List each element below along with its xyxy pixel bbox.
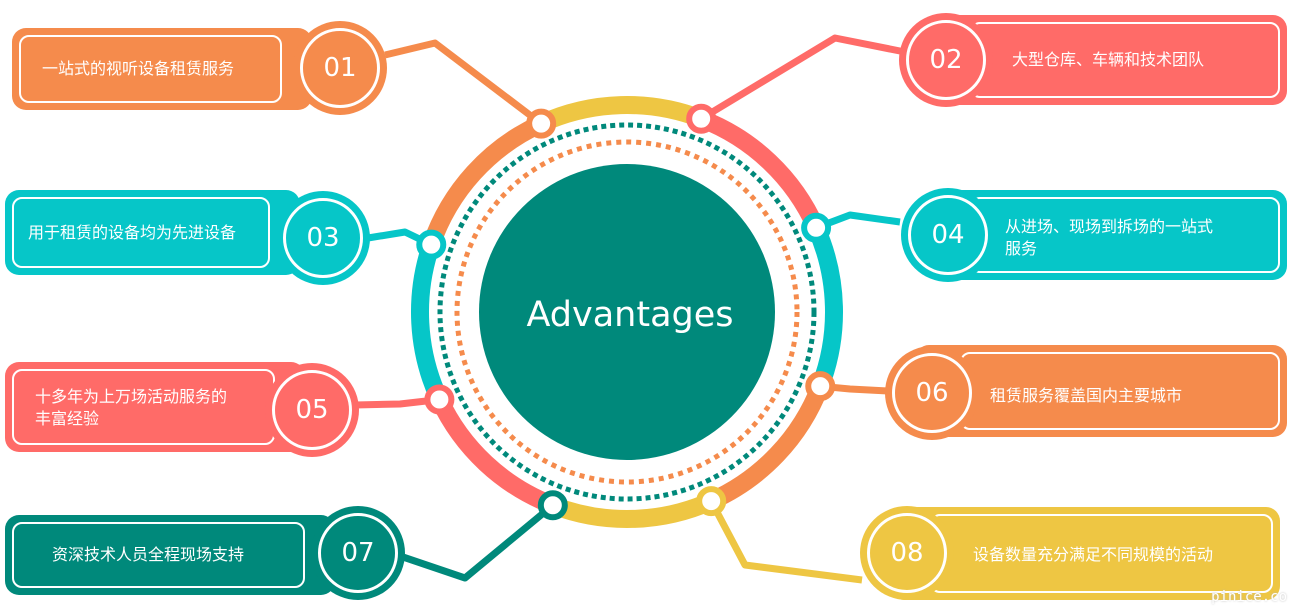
advantage-text-02: 大型仓库、车辆和技术团队	[1012, 50, 1205, 69]
advantage-text-04-line2: 服务	[1005, 239, 1038, 258]
number-badge-07: 07	[311, 506, 405, 600]
number-04: 04	[931, 220, 965, 250]
connector-line-08	[708, 499, 863, 584]
ring-nodes	[416, 103, 836, 521]
ring-node-04	[801, 212, 832, 243]
advantage-card-01: 一站式的视听设备租赁服务	[12, 28, 312, 110]
ring-arc-04-06	[807, 224, 843, 390]
advantage-text-01: 一站式的视听设备租赁服务	[42, 59, 235, 78]
dotted-ring-orange	[454, 139, 800, 485]
number-badge-06: 06	[885, 346, 979, 440]
advantage-text-08: 设备数量充分满足不同规模的活动	[973, 545, 1214, 564]
number-badge-08: 08	[860, 506, 954, 600]
number-badge-04: 04	[901, 188, 995, 282]
ring-arc-08-07	[549, 492, 715, 528]
number-06: 06	[915, 378, 949, 408]
ring-arc-01-02	[537, 96, 705, 132]
number-07: 07	[341, 538, 375, 568]
advantage-card-03: 用于租赁的设备均为先进设备	[5, 190, 300, 275]
number-01: 01	[323, 53, 357, 83]
number-badge-05: 05	[265, 363, 359, 457]
advantage-text-05-line1: 十多年为上万场活动服务的	[35, 387, 228, 406]
connector-line-01	[384, 39, 544, 127]
ring-node-01	[526, 108, 557, 139]
number-badge-02: 02	[899, 13, 993, 107]
ring-node-06	[805, 371, 836, 402]
ring-arc-03-01	[422, 115, 545, 248]
ring-arc-06-08	[707, 382, 829, 510]
advantage-text-04-line1: 从进场、现场到拆场的一站式	[1005, 217, 1214, 236]
center-title: Advantages	[526, 295, 733, 335]
dotted-ring-teal	[437, 122, 817, 502]
advantage-text-03: 用于租赁的设备均为先进设备	[28, 223, 237, 242]
number-05: 05	[295, 395, 329, 425]
ring-node-05	[424, 384, 455, 415]
ring-node-02	[686, 103, 717, 134]
number-02: 02	[929, 45, 963, 75]
advantage-card-07: 资深技术人员全程现场支持	[5, 515, 335, 595]
ring-node-03	[416, 229, 447, 260]
number-03: 03	[306, 223, 340, 253]
ring-arc-05-03	[411, 241, 448, 404]
center-circle	[479, 164, 775, 460]
advantage-card-05: 十多年为上万场活动服务的 丰富经验	[5, 362, 305, 452]
advantage-text-06: 租赁服务覆盖国内主要城市	[990, 386, 1183, 405]
outer-ring-arcs	[411, 96, 843, 528]
ring-node-07	[537, 490, 568, 521]
connector-line-07	[398, 502, 556, 582]
connector-lines	[354, 34, 906, 584]
connector-line-02	[699, 34, 906, 122]
advantage-text-07: 资深技术人员全程现场支持	[52, 545, 245, 564]
number-badge-01: 01	[293, 21, 387, 115]
number-08: 08	[890, 538, 924, 568]
ring-node-08	[696, 486, 727, 517]
ring-arc-07-05	[431, 395, 557, 514]
number-badge-03: 03	[276, 191, 370, 285]
watermark: pinice.co	[1211, 589, 1287, 605]
advantage-text-05-line2: 丰富经验	[35, 409, 100, 428]
ring-arc-02-04	[697, 110, 825, 232]
